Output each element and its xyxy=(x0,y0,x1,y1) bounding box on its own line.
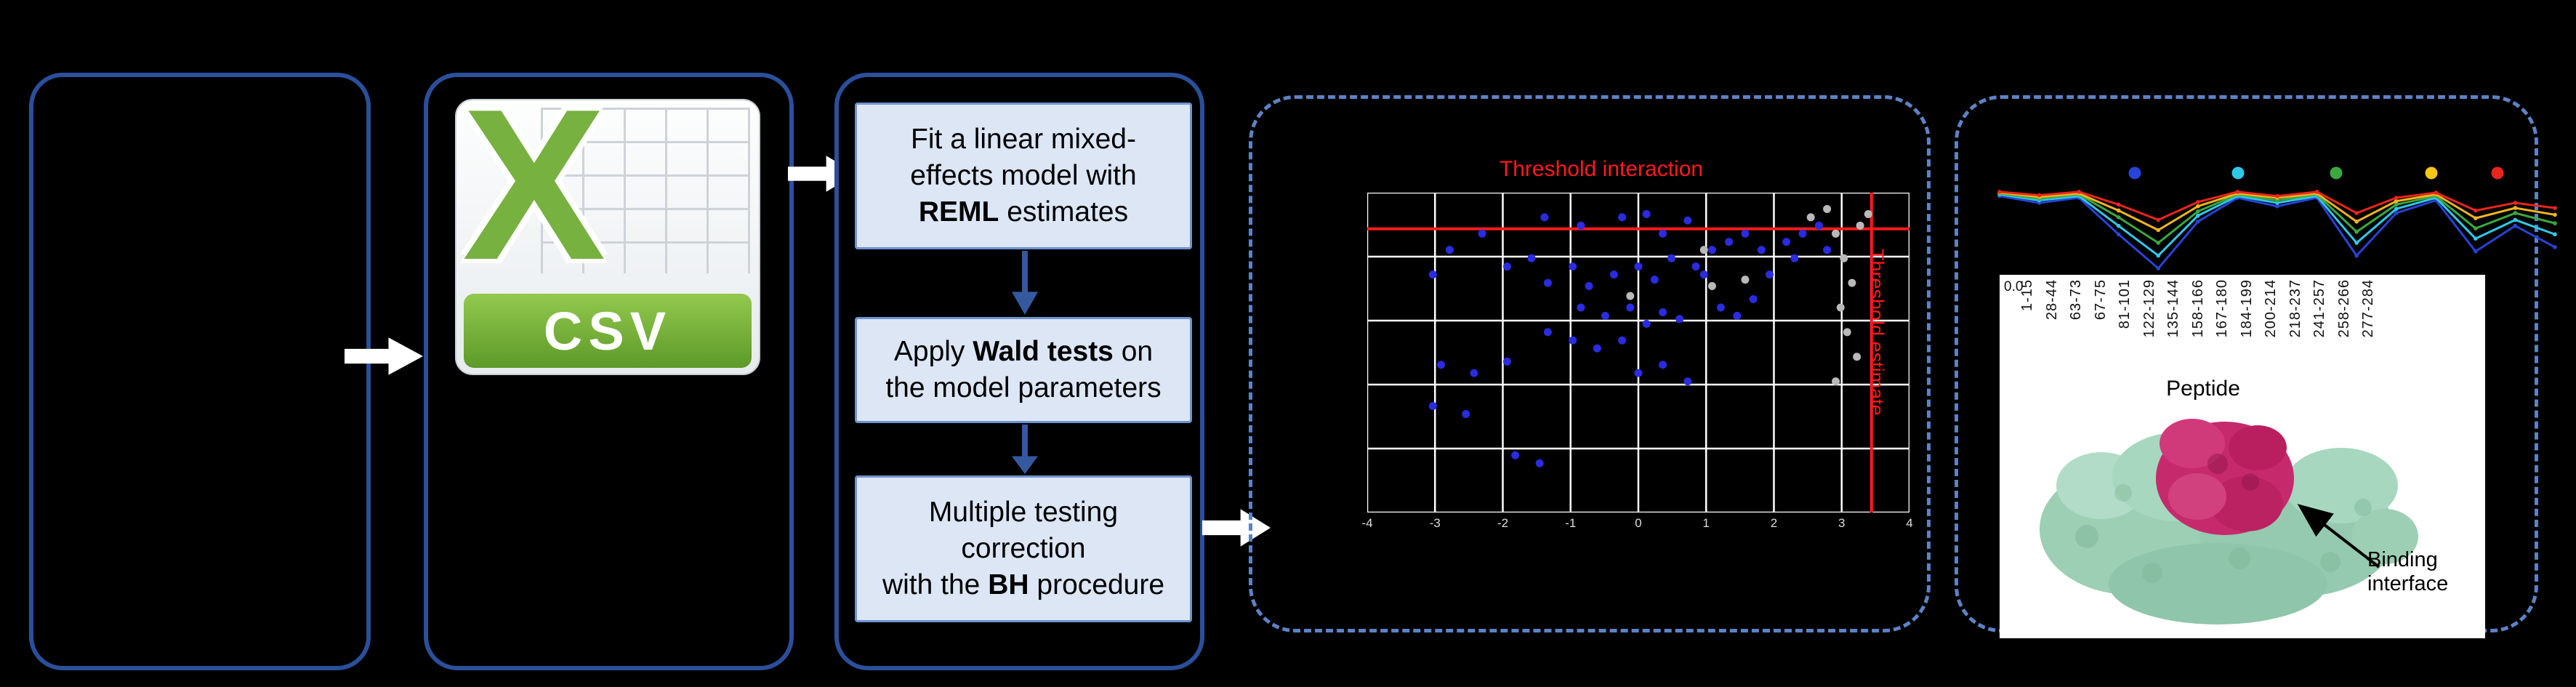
csv-file-icon: X CSV xyxy=(455,77,760,375)
threshold-scatter-plot xyxy=(1367,193,1909,513)
x-tick-label: 4 xyxy=(1906,516,1913,530)
peptide-line-chart xyxy=(1997,166,2557,270)
x-tick-label: 3 xyxy=(1838,516,1846,530)
x-tick-label: -4 xyxy=(1361,516,1373,530)
x-tick-label: 2 xyxy=(1770,516,1778,530)
peptide-axis-title: Peptide xyxy=(2166,377,2240,401)
x-tick-label: 1 xyxy=(1702,516,1710,530)
csv-banner-label: CSV xyxy=(464,294,752,368)
volcano-plot-panel: Threshold interaction Threshold estimate… xyxy=(1249,95,1931,632)
model-steps-box: Fit a linear mixed- effects model with R… xyxy=(834,73,1204,670)
csv-x-glyph: X xyxy=(462,64,606,305)
down-arrow-1 xyxy=(1012,251,1038,315)
step-wald-tests: Apply Wald tests on the model parameters xyxy=(855,317,1192,423)
csv-file-box: X CSV xyxy=(424,73,794,670)
x-tick-label: -3 xyxy=(1429,516,1441,530)
input-box xyxy=(29,73,371,670)
scatter-x-axis-ticks: -4 -3 -2 -1 0 1 2 3 4 xyxy=(1361,516,1912,538)
y-axis-tick: 0.0 xyxy=(2004,279,2024,294)
x-tick-label: -1 xyxy=(1565,516,1577,530)
down-arrow-2 xyxy=(1012,425,1038,474)
spreadsheet-grid xyxy=(541,108,750,273)
step-fit-model: Fit a linear mixed- effects model with R… xyxy=(855,103,1192,249)
step-wald-tests-text: Apply Wald tests on the model parameters xyxy=(885,336,1162,403)
threshold-estimate-label: Threshold estimate xyxy=(1866,249,1888,416)
threshold-interaction-label: Threshold interaction xyxy=(1499,157,1704,181)
binding-region-magenta xyxy=(2156,419,2294,535)
x-tick-label: 0 xyxy=(1635,516,1642,530)
protein-structure xyxy=(2040,419,2418,624)
x-tick-label: -2 xyxy=(1497,516,1509,530)
step-bh-correction-text: Multiple testing correction with the BH … xyxy=(882,497,1165,600)
binding-interface-label: Binding interface xyxy=(2367,548,2449,596)
step-bh-correction: Multiple testing correction with the BH … xyxy=(855,475,1192,622)
binding-interface-arrow xyxy=(2297,504,2380,569)
step-fit-model-text: Fit a linear mixed- effects model with R… xyxy=(910,124,1137,228)
